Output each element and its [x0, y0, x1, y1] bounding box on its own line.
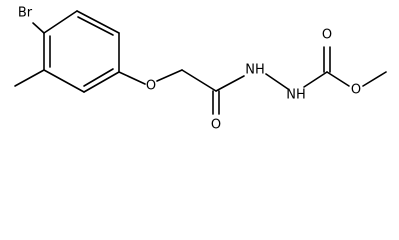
- bond-ring-c1-c2: [76, 10, 120, 34]
- bond-carbonyl-c-nh1: [215, 75, 245, 92]
- molecule-structure-diagram: Br O O NH NH O O: [14, 6, 387, 133]
- atom-label-carbonyl-o-amide: O: [211, 118, 221, 133]
- bond-ester-o-methyl: [362, 71, 387, 87]
- atom-label-nh-1: NH: [245, 63, 265, 78]
- bond-c5-methyl: [14, 69, 45, 87]
- bond-ring-c6-c1: [43, 10, 78, 34]
- atom-label-ester-o: O: [351, 83, 361, 98]
- bond-nh2-carbamate-c: [303, 71, 328, 88]
- bond-nh1-nh2: [265, 73, 289, 90]
- bond-ch2-carbonyl-c: [181, 69, 217, 92]
- atom-label-ether-o: O: [146, 79, 156, 94]
- bond-ether-o-ch2: [156, 69, 183, 82]
- bonds: [14, 10, 387, 115]
- bond-ring-c1-c2-inner: [77, 16, 114, 36]
- bond-ring-c3-c4-inner: [83, 68, 114, 87]
- bond-carbamate-c-ester-o: [326, 71, 350, 87]
- atom-label-nh-2: NH: [286, 88, 306, 103]
- atom-label-br: Br: [18, 6, 33, 21]
- bond-c6-br: [32, 22, 45, 34]
- atom-label-carbonyl-o-ester: O: [322, 28, 332, 43]
- bond-c3-ether-o: [118, 71, 146, 85]
- bond-ring-c4-c5: [43, 69, 85, 93]
- bond-ring-c3-c4: [83, 71, 120, 93]
- atom-labels: Br O O NH NH O O: [18, 6, 361, 133]
